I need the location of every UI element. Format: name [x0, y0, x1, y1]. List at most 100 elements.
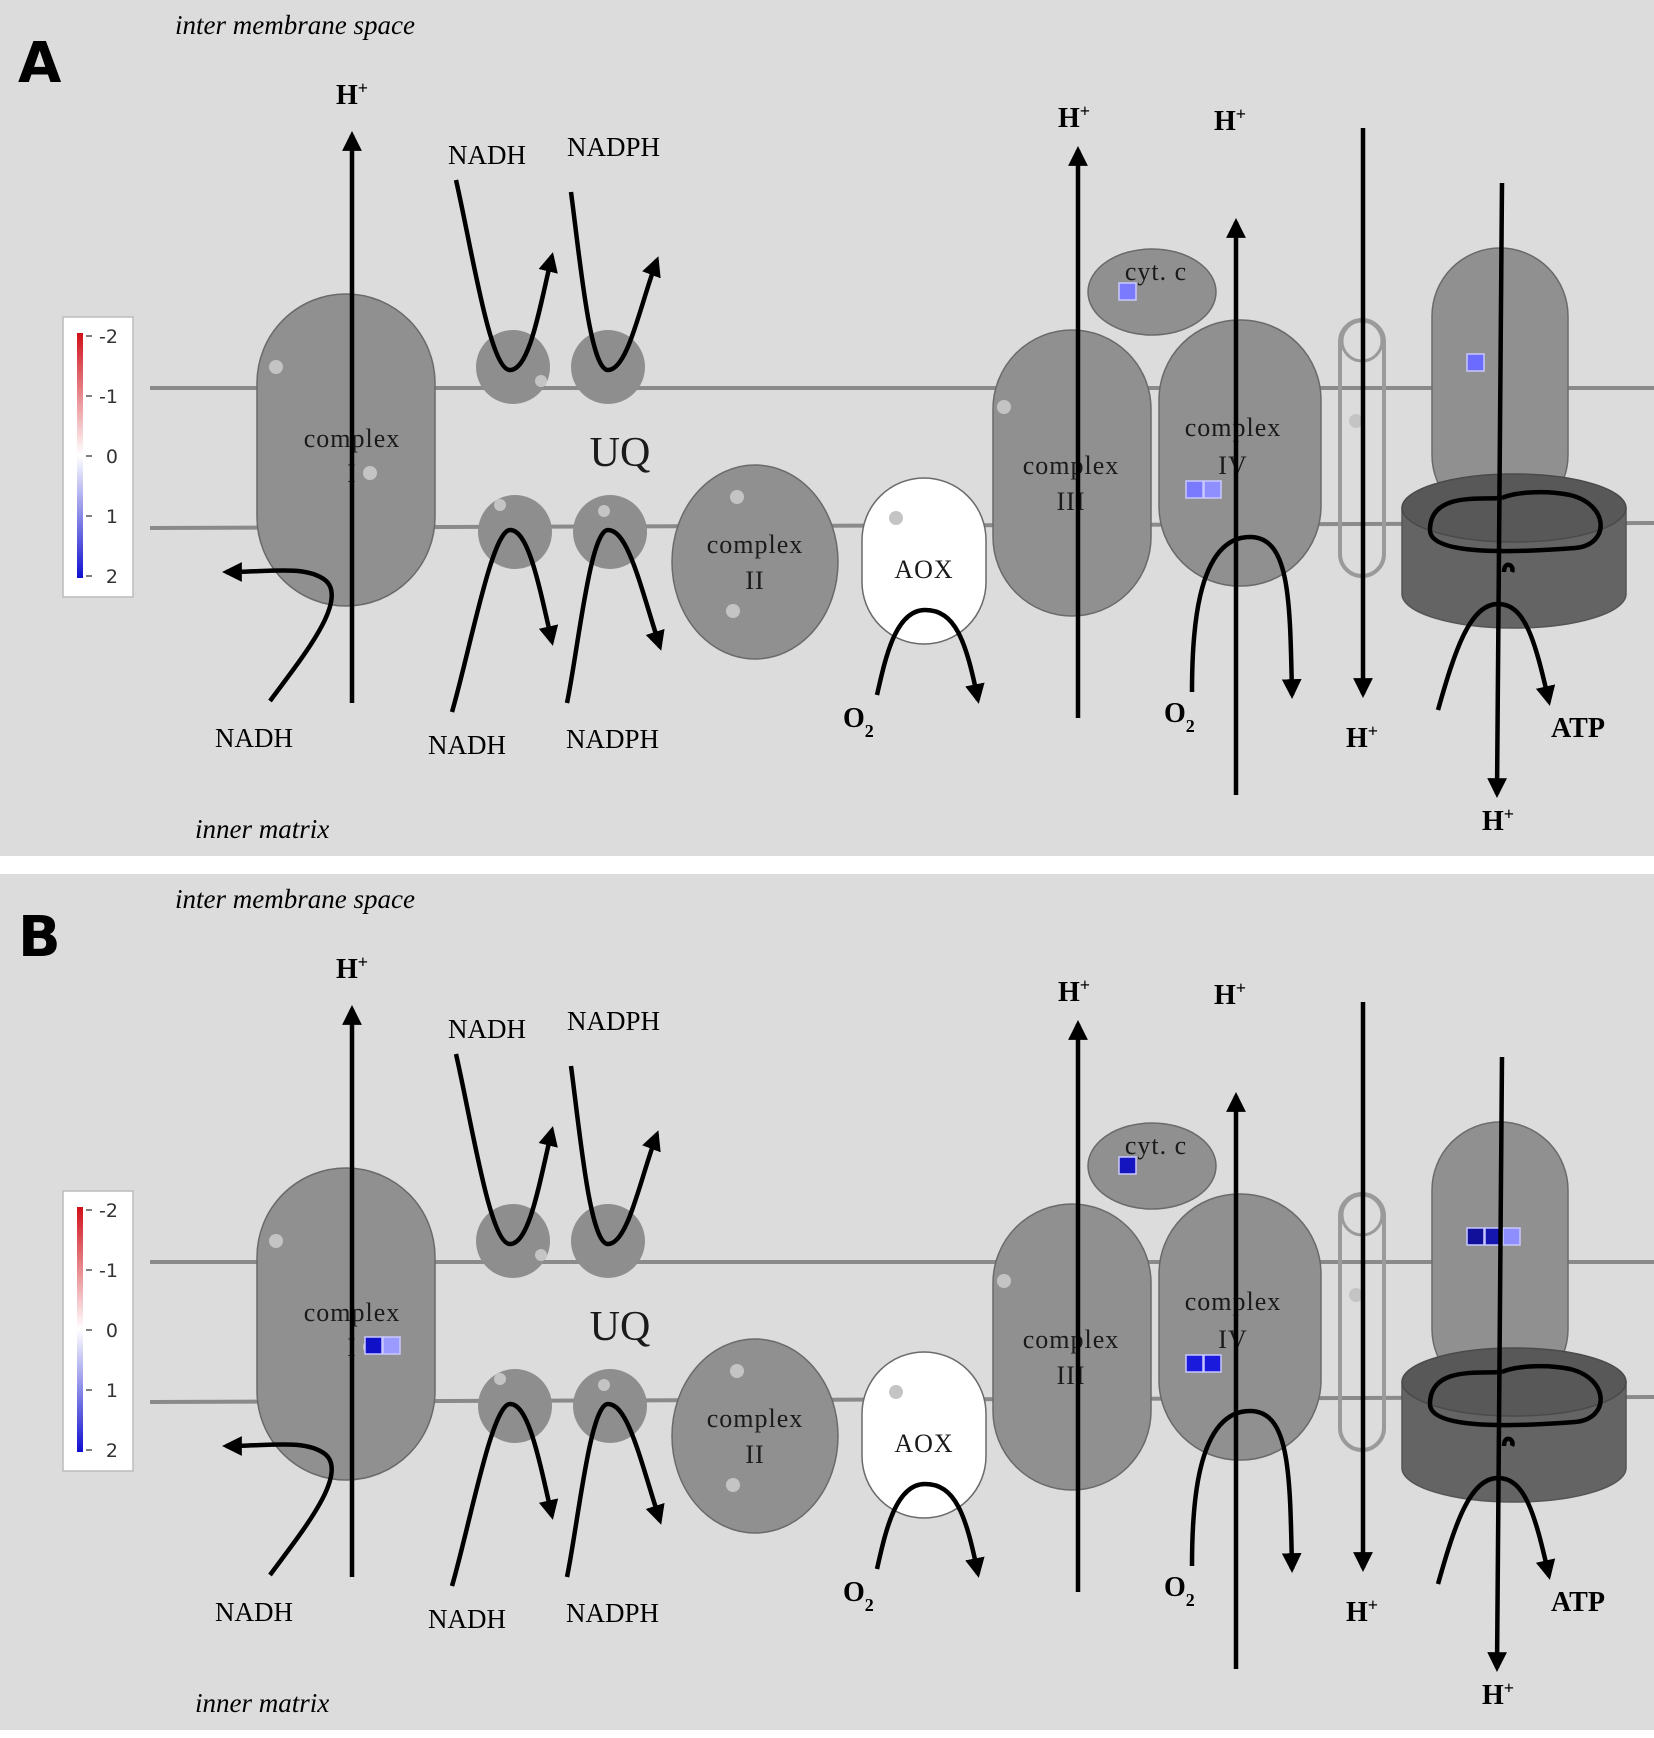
legend-tick-label: -1	[99, 1260, 118, 1282]
nadph-lower: NADPH	[566, 724, 659, 754]
expression-marker	[1466, 1227, 1485, 1246]
atp-label: ATP	[1551, 1587, 1605, 1618]
nadh-lower: NADH	[428, 730, 506, 760]
h-plus-uncoupling: H+	[1346, 1595, 1378, 1628]
nadh-complex-i: NADH	[215, 1597, 293, 1627]
expression-marker	[1185, 480, 1204, 499]
h-plus-complex-iv: H+	[1214, 104, 1246, 137]
complex-iv-number: IV	[1218, 1325, 1247, 1354]
pathway-diagram: B inter membrane space inner matrix -2 -1…	[18, 884, 1654, 1718]
expression-marker	[1118, 1156, 1137, 1175]
nadh-upper: NADH	[448, 140, 526, 170]
legend-tick-label: -1	[99, 386, 118, 408]
complex-ii-label: complex	[707, 530, 804, 559]
complex-ii: complex II	[671, 1338, 839, 1534]
legend-tick-label: 0	[106, 446, 118, 468]
cyt-c-markers	[1118, 1156, 1137, 1175]
panel-b: B inter membrane space inner matrix -2 -1…	[0, 874, 1654, 1730]
legend-box	[62, 1190, 134, 1472]
legend-color-bar	[77, 333, 83, 578]
legend-tick-label: -2	[99, 1200, 118, 1222]
legend-tick-label: 1	[106, 1380, 118, 1402]
complex-iv: complex IV	[1158, 1193, 1322, 1461]
species-labels: H+ NADH NADPH NADH NADH NADPH O2 H+ H+ O…	[215, 78, 1605, 837]
aox-label: AOX	[894, 555, 953, 584]
complex-ii-number: II	[745, 566, 764, 595]
nadph-upper: NADPH	[567, 132, 660, 162]
atp-label: ATP	[1551, 713, 1605, 744]
complex-i: complex I	[256, 1167, 436, 1481]
complex-ii-label: complex	[707, 1404, 804, 1433]
cyt-c-markers	[1118, 282, 1137, 301]
h-plus-complex-iii: H+	[1058, 101, 1090, 134]
legend-tick-label: 2	[106, 1440, 118, 1462]
cyt-c-label: cyt. c	[1125, 1131, 1187, 1160]
complex-iii-label: complex	[1023, 1325, 1120, 1354]
complex-iii-label: complex	[1023, 451, 1120, 480]
h-plus-complex-i: H+	[336, 952, 368, 985]
complex-i: complex I	[256, 293, 436, 607]
legend-tick-label: -2	[99, 326, 118, 348]
expression-marker	[1502, 1227, 1521, 1246]
legend-tick-label: 0	[106, 1320, 118, 1342]
expression-marker	[1203, 1354, 1222, 1373]
h-plus-complex-iii: H+	[1058, 975, 1090, 1008]
expression-marker	[1185, 1354, 1204, 1373]
h-plus-uncoupling: H+	[1346, 721, 1378, 754]
h-plus-atp-synthase: H+	[1482, 1678, 1514, 1711]
complex-iii-number: III	[1057, 1361, 1086, 1390]
complex-iii: complex III	[992, 329, 1152, 617]
legend-tick-label: 2	[106, 566, 118, 588]
nadph-lower: NADPH	[566, 1598, 659, 1628]
complex-iv-number: IV	[1218, 451, 1247, 480]
h-plus-complex-iv: H+	[1214, 978, 1246, 1011]
uq-label: UQ	[590, 1304, 651, 1350]
panel-label: A	[18, 31, 62, 96]
complex-iv-markers	[1185, 1354, 1222, 1373]
expression-marker	[1466, 353, 1485, 372]
inner-matrix-label: inner matrix	[195, 814, 329, 844]
atp-synthase-markers	[1466, 353, 1485, 372]
intermembrane-space-label: inter membrane space	[175, 884, 415, 914]
h-plus-atp-synthase: H+	[1482, 804, 1514, 837]
flux-arrows	[222, 1002, 1603, 1672]
expression-marker	[1203, 480, 1222, 499]
o2-aox: O2	[843, 1577, 874, 1615]
expression-marker	[364, 1336, 383, 1355]
uq-label: UQ	[590, 430, 651, 476]
complex-iv-label: complex	[1185, 1287, 1282, 1316]
legend-box	[62, 316, 134, 598]
flux-arrows	[222, 128, 1603, 798]
expression-marker	[382, 1336, 401, 1355]
complex-iv-markers	[1185, 480, 1222, 499]
species-labels: H+ NADH NADPH NADH NADH NADPH O2 H+ H+ O…	[215, 952, 1605, 1711]
o2-complex-iv: O2	[1164, 698, 1195, 736]
complex-ii: complex II	[671, 464, 839, 660]
nadh-complex-i: NADH	[215, 723, 293, 753]
color-scale-legend: -2 -1 0 1 2	[62, 316, 134, 598]
cytochrome-c: cyt. c	[1087, 248, 1217, 336]
complex-iv: complex IV	[1158, 319, 1322, 587]
nadh-upper: NADH	[448, 1014, 526, 1044]
cyt-c-label: cyt. c	[1125, 257, 1187, 286]
o2-complex-iv: O2	[1164, 1572, 1195, 1610]
color-scale-legend: -2 -1 0 1 2	[62, 1190, 134, 1472]
complex-iii-number: III	[1057, 487, 1086, 516]
inner-matrix-label: inner matrix	[195, 1688, 329, 1718]
h-plus-complex-i: H+	[336, 78, 368, 111]
panel-a: A inter membrane space inner matrix -2 -1…	[0, 0, 1654, 856]
intermembrane-space-label: inter membrane space	[175, 10, 415, 40]
pathway-diagram: A inter membrane space inner matrix -2 -1…	[18, 10, 1654, 844]
nadph-upper: NADPH	[567, 1006, 660, 1036]
complex-i-markers	[364, 1336, 401, 1355]
alternative-oxidase: AOX	[861, 477, 987, 645]
alternative-oxidase: AOX	[861, 1351, 987, 1519]
complex-iii: complex III	[992, 1203, 1152, 1491]
panel-label: B	[18, 905, 61, 970]
aox-label: AOX	[894, 1429, 953, 1458]
legend-tick-label: 1	[106, 506, 118, 528]
atp-synthase-markers	[1466, 1227, 1521, 1246]
cytochrome-c: cyt. c	[1087, 1122, 1217, 1210]
nadh-lower: NADH	[428, 1604, 506, 1634]
legend-color-bar	[77, 1207, 83, 1452]
